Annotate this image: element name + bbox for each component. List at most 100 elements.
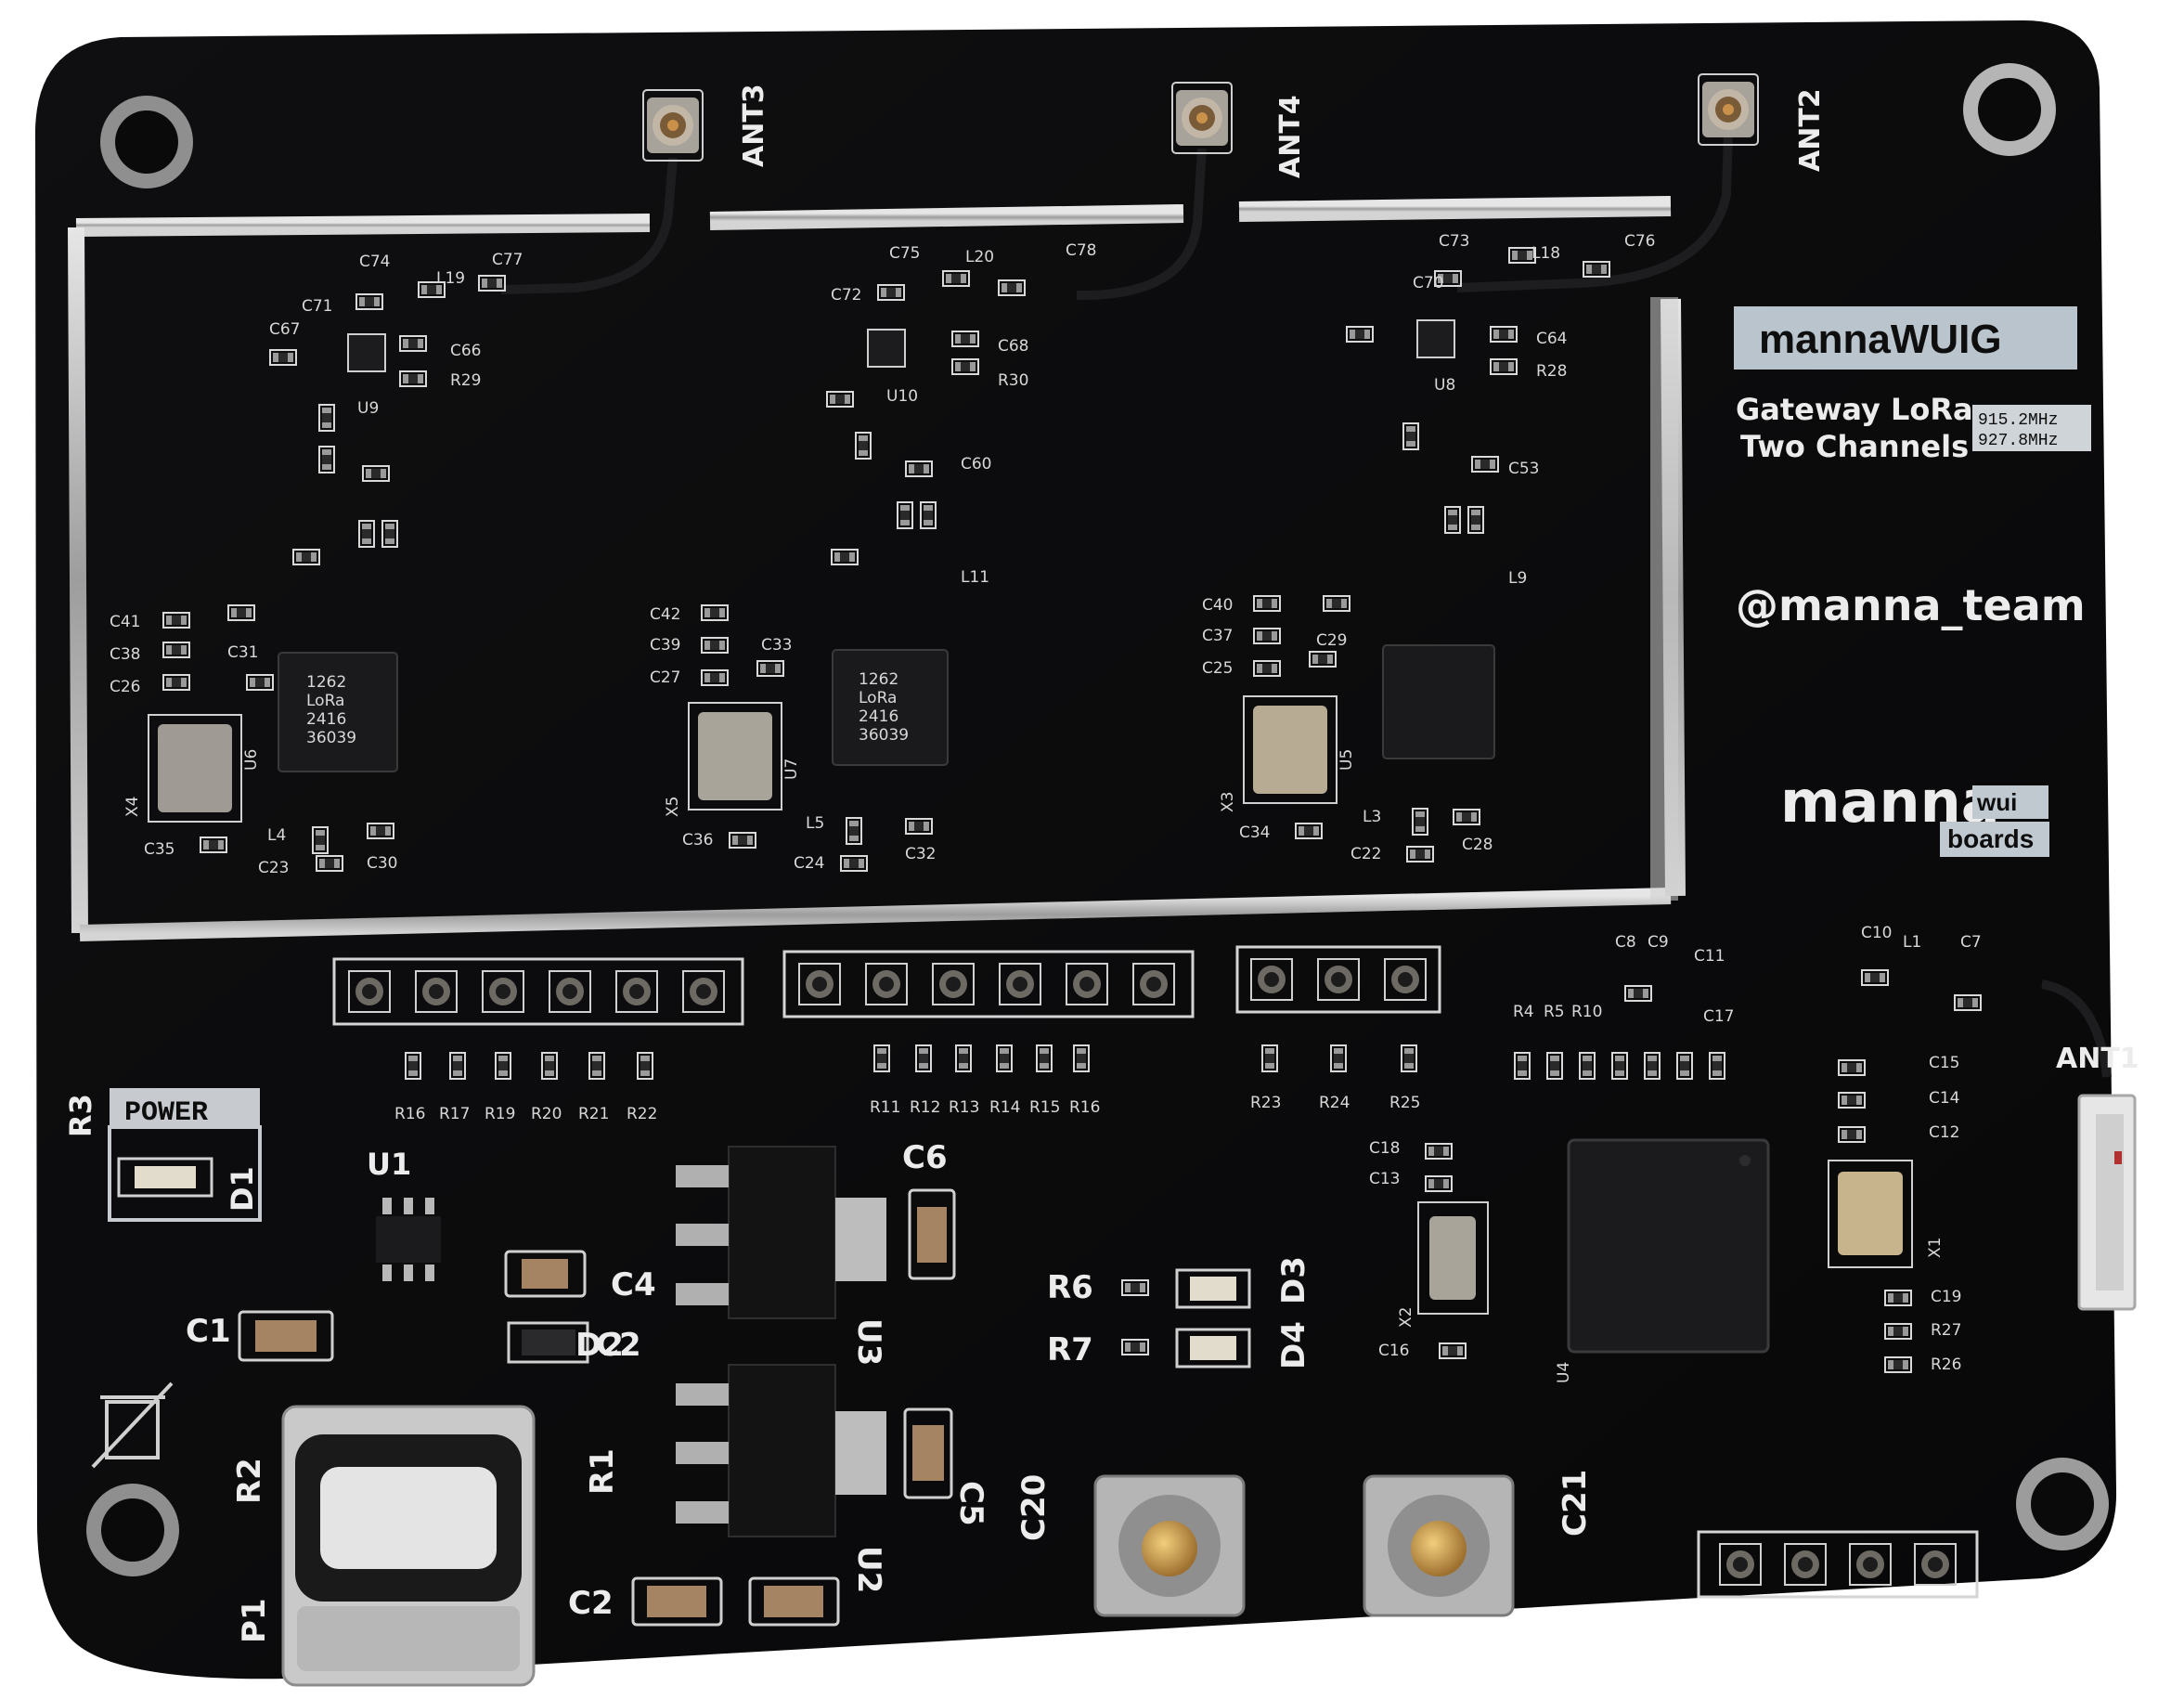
tactile-button-left[interactable] <box>1093 1474 1246 1617</box>
mcu-chip-u4 <box>1567 1138 1770 1354</box>
regulator-u2 <box>676 1364 886 1537</box>
pin-header-6-middle <box>782 950 1195 1018</box>
svg-text:R12: R12 <box>910 1098 940 1117</box>
svg-text:R24: R24 <box>1319 1094 1350 1112</box>
svg-text:U7: U7 <box>782 759 801 780</box>
svg-text:C14: C14 <box>1929 1089 1960 1108</box>
svg-text:C42: C42 <box>650 605 681 624</box>
svg-text:C72: C72 <box>831 286 862 305</box>
svg-text:C77: C77 <box>492 251 523 269</box>
crystal-x4 <box>148 714 242 823</box>
svg-text:C28: C28 <box>1462 836 1493 854</box>
weee-bin-icon <box>91 1381 174 1469</box>
svg-text:C38: C38 <box>110 645 141 664</box>
svg-text:boards: boards <box>1947 824 2034 853</box>
svg-text:R7: R7 <box>1047 1331 1093 1368</box>
svg-text:C16: C16 <box>1378 1342 1410 1360</box>
svg-text:R10: R10 <box>1571 1003 1602 1021</box>
svg-text:C23: C23 <box>258 859 290 877</box>
svg-text:C34: C34 <box>1239 824 1271 842</box>
svg-text:R20: R20 <box>531 1105 562 1123</box>
svg-text:R11: R11 <box>870 1098 900 1117</box>
radio-block-2: 1262 LoRa 2416 36039 U7 X5 <box>664 329 949 817</box>
svg-text:R19: R19 <box>485 1105 515 1123</box>
svg-text:L9: L9 <box>1508 569 1527 588</box>
svg-text:R23: R23 <box>1250 1094 1281 1112</box>
svg-text:C73: C73 <box>1439 232 1470 251</box>
svg-text:C11: C11 <box>1694 947 1725 966</box>
svg-text:R15: R15 <box>1029 1098 1060 1117</box>
radio-block-1: 1262 LoRa 2416 36039 U6 X4 <box>123 333 398 823</box>
svg-text:R16: R16 <box>394 1105 425 1123</box>
svg-text:C25: C25 <box>1202 659 1234 678</box>
svg-text:C36: C36 <box>682 831 714 850</box>
svg-text:ANT4: ANT4 <box>1274 95 1307 178</box>
lora-chip-u6 <box>278 652 398 772</box>
svg-text:wui: wui <box>1976 788 2017 816</box>
svg-text:1262: 1262 <box>306 673 346 692</box>
power-indicator: POWER <box>108 1088 262 1222</box>
antenna-connector-ant1: ANT1 <box>2056 1043 2139 1311</box>
svg-text:R4: R4 <box>1513 1003 1534 1021</box>
svg-text:C66: C66 <box>450 342 482 360</box>
svg-text:C20: C20 <box>1015 1474 1053 1541</box>
svg-text:U1: U1 <box>367 1147 411 1182</box>
svg-text:C1: C1 <box>186 1313 231 1350</box>
mounting-hole-tr <box>1963 63 2056 156</box>
mounting-hole-tl <box>100 96 193 188</box>
svg-text:R6: R6 <box>1047 1269 1093 1306</box>
diode-d2 <box>507 1321 589 1364</box>
pin-header-6-left <box>332 957 744 1026</box>
svg-text:L20: L20 <box>965 248 994 266</box>
svg-text:C35: C35 <box>144 840 175 859</box>
svg-text:U5: U5 <box>1338 749 1356 771</box>
svg-text:LoRa: LoRa <box>859 689 897 707</box>
svg-text:C27: C27 <box>650 668 681 687</box>
manna-logo: manna wui boards <box>1780 768 2049 857</box>
svg-text:D4: D4 <box>1275 1321 1312 1369</box>
svg-text:U3: U3 <box>850 1318 887 1366</box>
svg-text:C18: C18 <box>1369 1139 1401 1158</box>
svg-text:C9: C9 <box>1648 933 1669 952</box>
svg-text:mannaWUIG: mannaWUIG <box>1759 317 2002 362</box>
svg-text:R14: R14 <box>989 1098 1020 1117</box>
team-handle: @manna_team <box>1736 580 2086 630</box>
svg-text:R29: R29 <box>450 371 481 390</box>
led-d3 <box>1175 1268 1251 1309</box>
svg-text:C75: C75 <box>889 244 921 263</box>
svg-text:LoRa: LoRa <box>306 692 344 710</box>
svg-text:R3: R3 <box>63 1094 98 1137</box>
svg-text:X5: X5 <box>664 797 682 817</box>
svg-text:R1: R1 <box>584 1448 621 1495</box>
svg-text:R5: R5 <box>1544 1003 1565 1021</box>
lora-chip-u7 <box>832 649 949 766</box>
svg-text:C30: C30 <box>367 854 398 873</box>
svg-text:C24: C24 <box>794 854 825 873</box>
frequency-badge: 915.2MHz 927.8MHz <box>1972 405 2091 451</box>
mounting-hole-br <box>2016 1458 2109 1550</box>
svg-text:R21: R21 <box>578 1105 609 1123</box>
antenna-connector-ant4: ANT4 <box>1171 82 1307 178</box>
svg-text:R13: R13 <box>949 1098 979 1117</box>
svg-text:C13: C13 <box>1369 1170 1401 1188</box>
svg-text:C12: C12 <box>1929 1123 1960 1142</box>
lora-chip-u5 <box>1382 644 1495 759</box>
svg-text:915.2MHz: 915.2MHz <box>1978 411 2058 430</box>
antenna-connector-ant2: ANT2 <box>1698 73 1827 172</box>
svg-text:C2: C2 <box>596 1327 641 1364</box>
svg-text:C68: C68 <box>998 337 1029 356</box>
svg-text:ANT1: ANT1 <box>2056 1043 2139 1075</box>
svg-text:R25: R25 <box>1389 1094 1420 1112</box>
svg-text:Gateway LoRa: Gateway LoRa <box>1736 392 1973 427</box>
svg-text:D3: D3 <box>1275 1256 1312 1304</box>
svg-text:1262: 1262 <box>859 670 898 689</box>
pin-header-3 <box>1235 945 1441 1014</box>
crystal-x3 <box>1243 695 1338 804</box>
svg-text:ANT2: ANT2 <box>1794 88 1827 172</box>
svg-text:C21: C21 <box>1557 1470 1594 1537</box>
svg-text:C71: C71 <box>302 297 333 316</box>
svg-text:L11: L11 <box>961 568 989 587</box>
svg-text:C39: C39 <box>650 636 681 655</box>
tactile-button-right[interactable] <box>1363 1474 1515 1617</box>
svg-text:X4: X4 <box>123 797 142 817</box>
